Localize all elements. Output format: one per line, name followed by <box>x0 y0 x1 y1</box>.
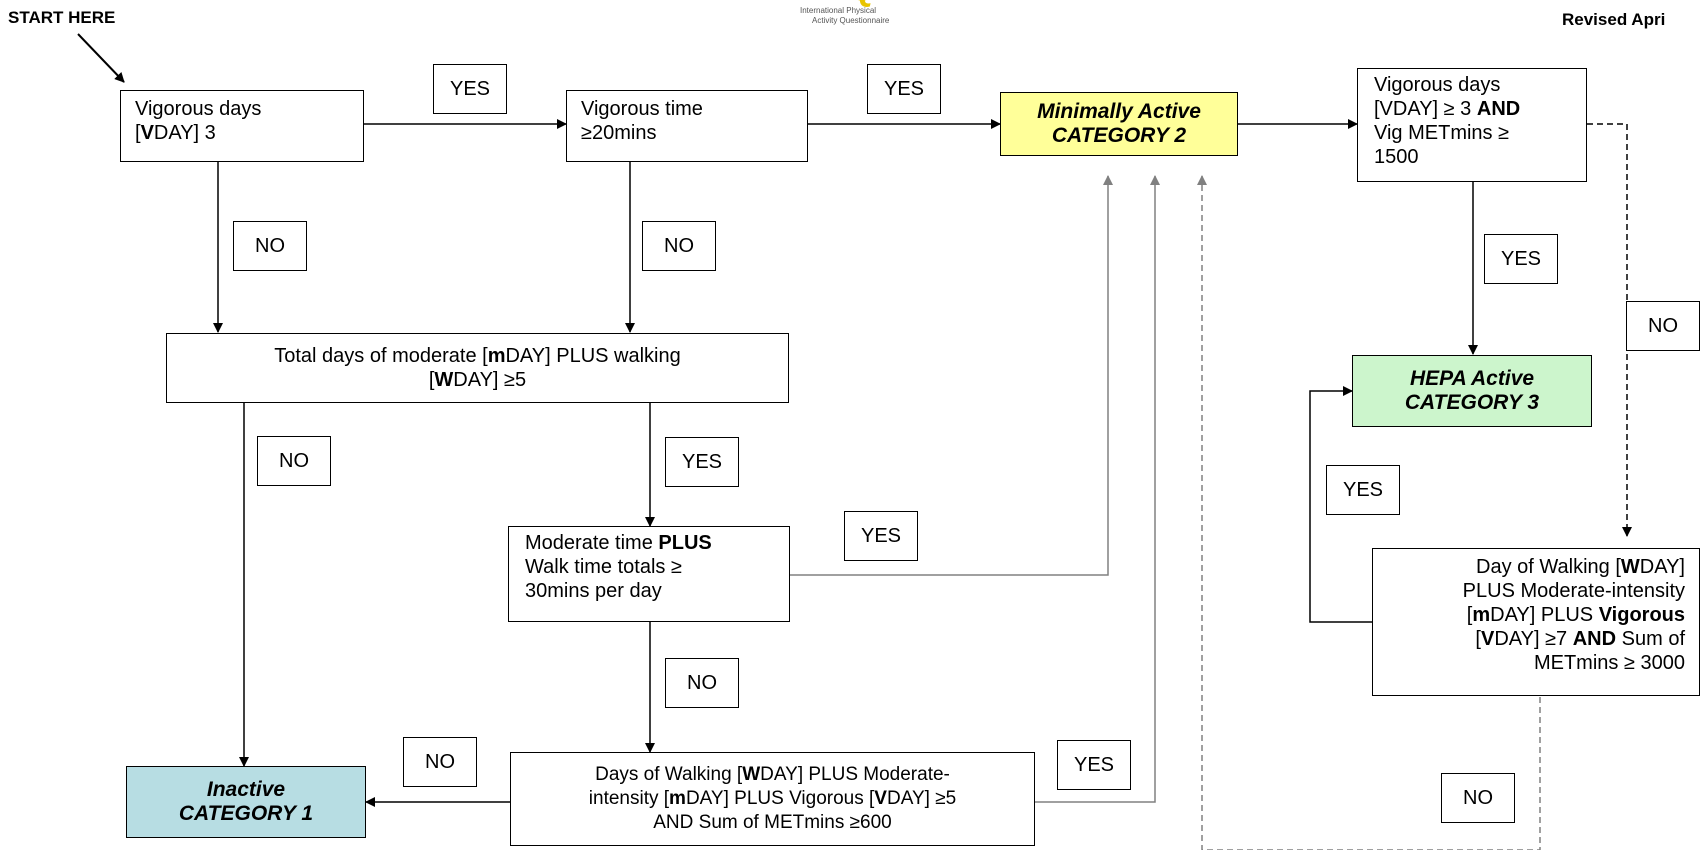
category-1-line2: CATEGORY 1 <box>178 802 314 825</box>
total-line2: [WDAY] ≥5 <box>428 369 527 391</box>
logo-subtitle-line1: International Physical <box>800 6 877 15</box>
wmv7-line5: METmins ≥ 3000 <box>1533 652 1685 674</box>
modwalk-line2: Walk time totals ≥ <box>525 556 682 578</box>
ipaq-logo: IPAQ International Physical Activity Que… <box>790 0 930 38</box>
label-no-3: NO <box>1626 301 1700 351</box>
logo-subtitle-line2: Activity Questionnaire <box>812 16 890 25</box>
node-vigorous-time-line1: Vigorous time <box>581 98 703 120</box>
modwalk-line1: Moderate time PLUS <box>525 532 712 554</box>
label-yes-3: YES <box>1484 234 1558 284</box>
wmv7-line1: Day of Walking [WDAY] <box>1476 556 1685 578</box>
label-yes-1: YES <box>433 64 507 114</box>
vig3-line3: Vig METmins ≥ <box>1374 122 1510 144</box>
node-vigorous-3-metmins-1500: Vigorous days [VDAY] ≥ 3 AND Vig METmins… <box>1357 68 1587 182</box>
category-3-line2: CATEGORY 3 <box>1404 391 1540 414</box>
label-yes-5: YES <box>1326 465 1400 515</box>
vig3-line4: 1500 <box>1374 146 1419 168</box>
label-no-6: NO <box>403 737 477 787</box>
node-walk-mod-vig-7: Day of Walking [WDAY] PLUS Moderate-inte… <box>1372 548 1700 696</box>
label-yes-2: YES <box>867 64 941 114</box>
node-vigorous-time: Vigorous time ≥20mins <box>566 90 808 162</box>
node-vigorous-days: Vigorous days [VDAY] 3 <box>120 90 364 162</box>
start-arrow <box>77 33 125 83</box>
category-2-line1: Minimally Active <box>1037 100 1201 123</box>
label-yes-6: YES <box>844 511 918 561</box>
category-2-line2: CATEGORY 2 <box>1051 124 1187 147</box>
edge-vig3-walkmod7-dashed <box>1587 123 1632 537</box>
label-no-2: NO <box>642 221 716 271</box>
wmv7-line3: [mDAY] PLUS Vigorous <box>1466 604 1685 626</box>
edge-modwalk-cat2 <box>790 175 1113 576</box>
node-category-3: HEPA Active CATEGORY 3 <box>1352 355 1592 427</box>
node-vigorous-time-line2: ≥20mins <box>581 122 657 144</box>
node-vigorous-days-line1: Vigorous days <box>135 98 262 120</box>
edge-walkmod7-cat3 <box>1309 386 1372 623</box>
dwmv5-line1: Days of Walking [WDAY] PLUS Moderate- <box>595 764 950 785</box>
total-line1: Total days of moderate [mDAY] PLUS walki… <box>274 345 681 367</box>
label-yes-7: YES <box>1057 740 1131 790</box>
node-days-walk-mod-vig-5: Days of Walking [WDAY] PLUS Moderate- in… <box>510 752 1035 846</box>
node-category-1: Inactive CATEGORY 1 <box>126 766 366 838</box>
node-category-2: Minimally Active CATEGORY 2 <box>1000 92 1238 156</box>
logo-mark: IPAQ <box>790 0 879 9</box>
label-no-1: NO <box>233 221 307 271</box>
label-no-7: NO <box>1441 773 1515 823</box>
label-yes-4: YES <box>665 437 739 487</box>
category-1-line1: Inactive <box>206 778 286 801</box>
vig3-line1: Vigorous days <box>1374 74 1501 96</box>
modwalk-line3: 30mins per day <box>525 580 662 602</box>
node-vigorous-days-line2: [VDAY] 3 <box>135 122 216 144</box>
logo-subtitle: International Physical Activity Question… <box>800 6 889 26</box>
label-no-4: NO <box>257 436 331 486</box>
revised-date-label: Revised Apri <box>1562 10 1666 29</box>
start-here-label: START HERE <box>8 8 116 27</box>
edge-dayswalk-cat2 <box>1035 175 1160 803</box>
wmv7-line4: [VDAY] ≥7 AND Sum of <box>1475 628 1685 650</box>
vig3-line2: [VDAY] ≥ 3 AND <box>1374 98 1521 120</box>
label-no-5: NO <box>665 658 739 708</box>
wmv7-line2: PLUS Moderate-intensity <box>1462 580 1685 602</box>
dwmv5-line2: intensity [mDAY] PLUS Vigorous [VDAY] ≥5 <box>588 788 957 809</box>
dwmv5-line3: AND Sum of METmins ≥600 <box>653 812 892 833</box>
node-total-moderate-walking: Total days of moderate [mDAY] PLUS walki… <box>166 333 789 403</box>
node-moderate-walk-time: Moderate time PLUS Walk time totals ≥ 30… <box>508 526 790 622</box>
category-3-line1: HEPA Active <box>1409 367 1535 390</box>
